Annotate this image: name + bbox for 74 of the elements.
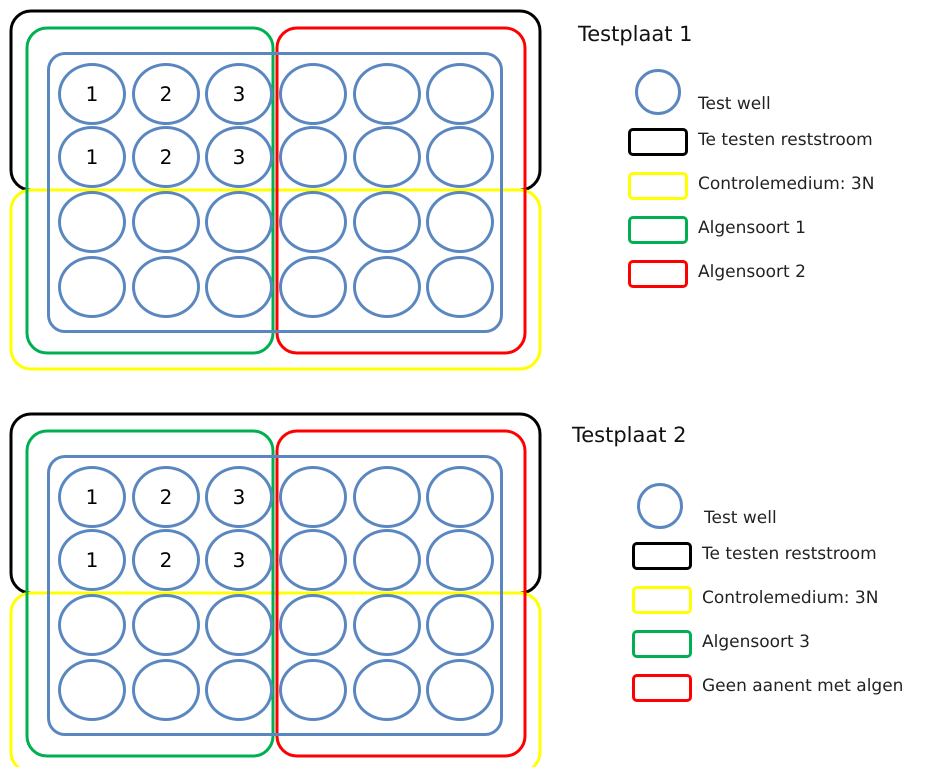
legend-label: Algensoort 1 [698, 218, 806, 238]
legend-label: Controlemedium: 3N [698, 174, 874, 194]
test-well [426, 659, 494, 721]
test-well [205, 659, 273, 721]
test-well [426, 191, 494, 253]
test-well [205, 466, 273, 528]
well-number: 3 [232, 485, 246, 509]
test-well [279, 659, 347, 721]
test-well [132, 191, 200, 253]
plate-title: Testplaat 1 [578, 22, 693, 46]
test-well [353, 594, 421, 656]
test-well [58, 529, 126, 591]
test-well [58, 126, 126, 188]
test-well [132, 256, 200, 318]
test-well [58, 659, 126, 721]
test-well [279, 256, 347, 318]
test-well [426, 256, 494, 318]
test-well [205, 191, 273, 253]
test-well [58, 63, 126, 125]
test-well [279, 191, 347, 253]
well-number: 1 [86, 485, 98, 509]
well-number: 2 [160, 82, 172, 106]
well-number: 3 [232, 145, 246, 169]
test-well [205, 529, 273, 591]
test-well [353, 659, 421, 721]
test-well [426, 529, 494, 591]
legend-label: Controlemedium: 3N [702, 588, 878, 608]
legend-label: Te testen reststroom [702, 544, 877, 564]
test-well [353, 256, 421, 318]
test-well [205, 256, 273, 318]
test-well [279, 126, 347, 188]
test-well [58, 191, 126, 253]
test-well [353, 126, 421, 188]
well-number: 2 [160, 548, 172, 572]
test-well [132, 466, 200, 528]
well-number: 3 [232, 82, 246, 106]
test-well [205, 126, 273, 188]
legend-label: Te testen reststroom [698, 130, 873, 150]
test-well [132, 529, 200, 591]
test-well [58, 594, 126, 656]
test-well [353, 529, 421, 591]
test-well [426, 594, 494, 656]
well-number: 1 [86, 82, 98, 106]
test-well [279, 594, 347, 656]
test-well [132, 126, 200, 188]
test-well [353, 466, 421, 528]
test-well [132, 594, 200, 656]
test-well [205, 594, 273, 656]
plate-title: Testplaat 2 [572, 423, 687, 447]
test-well [426, 126, 494, 188]
test-well [279, 466, 347, 528]
legend-label: Test well [704, 508, 777, 528]
test-well [279, 529, 347, 591]
test-well [58, 256, 126, 318]
well-number: 2 [160, 485, 172, 509]
test-well [353, 63, 421, 125]
well-number: 1 [86, 548, 98, 572]
well-plate [47, 455, 503, 736]
well-number: 1 [86, 145, 98, 169]
legend-label: Test well [698, 94, 771, 114]
legend-label: Geen aanent met algen [702, 676, 904, 696]
test-well [132, 63, 200, 125]
test-well [132, 659, 200, 721]
well-plate [47, 52, 503, 333]
legend-label: Algensoort 3 [702, 632, 810, 652]
test-well [426, 466, 494, 528]
test-well [353, 191, 421, 253]
well-number: 2 [160, 145, 172, 169]
test-well [279, 63, 347, 125]
test-well [426, 63, 494, 125]
test-well [58, 466, 126, 528]
well-number: 3 [232, 548, 246, 572]
legend-label: Algensoort 2 [698, 262, 806, 282]
test-well [205, 63, 273, 125]
